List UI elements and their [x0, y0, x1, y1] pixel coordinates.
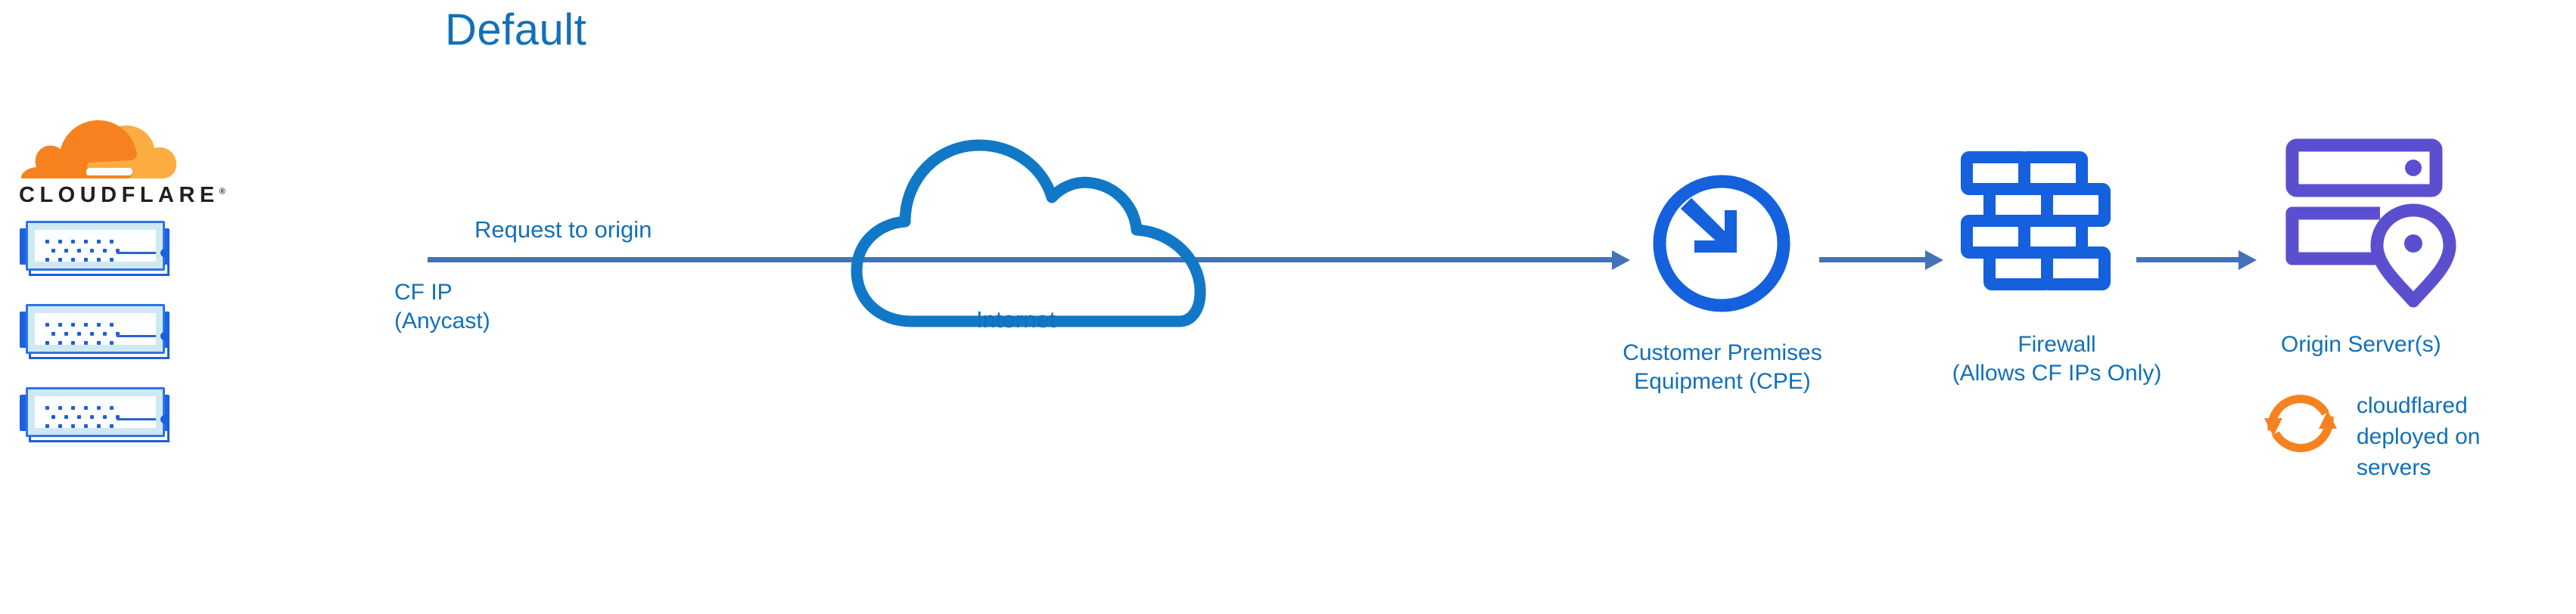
- internet-label: Internet: [976, 306, 1056, 333]
- trademark-symbol: ®: [219, 187, 226, 197]
- cloudflare-wordmark: CLOUDFLARE®: [19, 183, 226, 208]
- server-rack-icon: [11, 384, 171, 445]
- arrow-cpe-to-firewall-line: [1819, 257, 1925, 262]
- cloudflare-logo-icon: [14, 106, 180, 216]
- origin-server-label: Origin Server(s): [2281, 332, 2441, 357]
- server-rack-icon: [11, 301, 171, 361]
- request-to-origin-label: Request to origin: [474, 216, 652, 243]
- server-with-location-pin-icon: [2283, 138, 2503, 315]
- arrow-cf-to-cpe-head: [1612, 250, 1630, 270]
- page-title: Default: [445, 5, 587, 54]
- brick-wall-icon: [1959, 151, 2111, 302]
- arrow-cpe-to-firewall-head: [1925, 250, 1943, 270]
- cloudflared-annotation-label: cloudflared deployed on servers: [2357, 393, 2481, 480]
- sync-arrows-icon: [2259, 382, 2342, 469]
- router-icon: [1646, 168, 1797, 323]
- server-rack-icon: [11, 218, 171, 278]
- cloudflare-wordmark-text: CLOUDFLARE: [19, 183, 219, 207]
- arrow-firewall-to-origin-head: [2238, 250, 2257, 270]
- cpe-label: Customer Premises Equipment (CPE): [1622, 340, 1822, 394]
- arrow-firewall-to-origin-line: [2136, 257, 2238, 262]
- cf-ip-anycast-label: CF IP (Anycast): [394, 280, 490, 333]
- firewall-label: Firewall (Allows CF IPs Only): [1952, 332, 2162, 386]
- arrow-cf-to-cpe-line: [428, 257, 1612, 262]
- cloud-icon: [840, 106, 1264, 336]
